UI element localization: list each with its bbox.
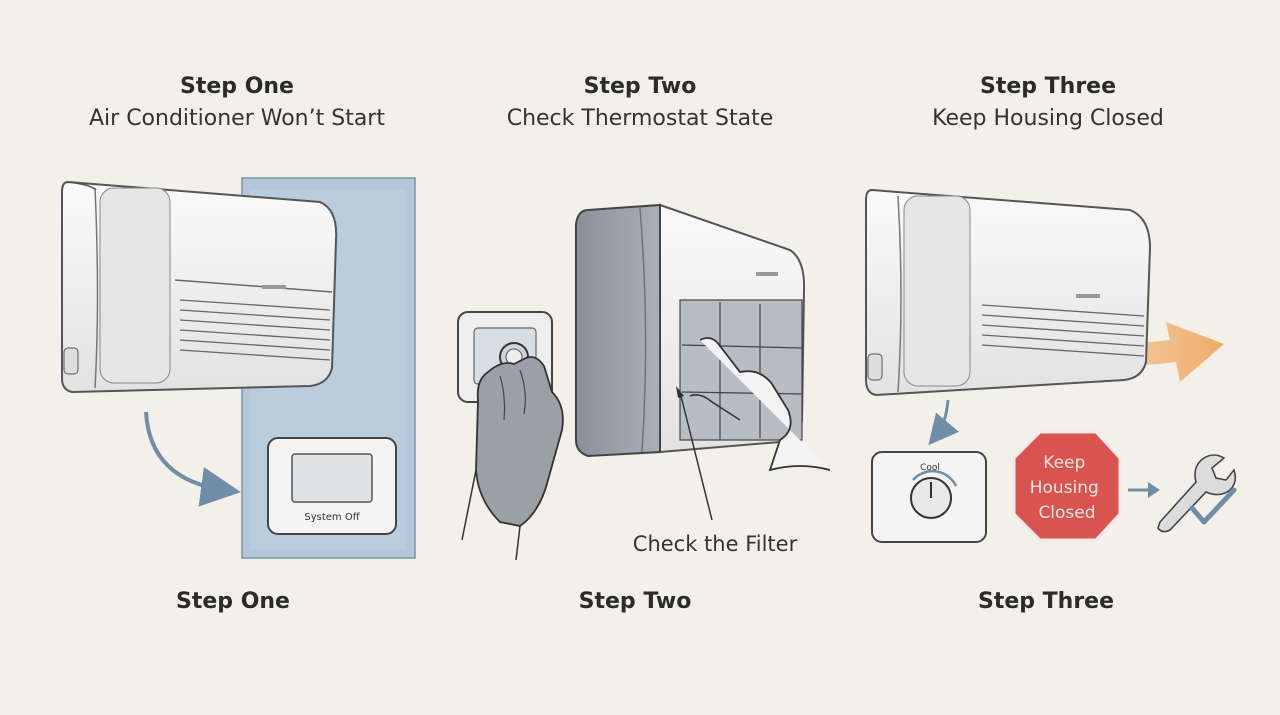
- arrow-right-icon: [1128, 482, 1160, 498]
- step-one-title: Step One: [180, 74, 294, 99]
- filter-callout-line: [679, 391, 713, 521]
- panel-three: Cool Keep Housing Closed: [865, 188, 1237, 543]
- arrow-down-to-thermostat: [928, 399, 960, 446]
- step-three-footer: Step Three: [977, 589, 1115, 614]
- panel-two: Check the Filter: [457, 203, 831, 561]
- step-two-subtitle: Check Thermostat State: [506, 106, 774, 131]
- step-one-subtitle: Air Conditioner Won’t Start: [89, 106, 385, 131]
- ac-unit-two: [575, 203, 806, 458]
- open-front-panel: [575, 203, 661, 458]
- thermostat-three-label: Cool: [920, 463, 940, 473]
- ac-unit-three: [865, 188, 1152, 397]
- step-three-heading: Step Three Keep Housing Closed: [848, 74, 1248, 132]
- step-three-subtitle: Keep Housing Closed: [932, 106, 1164, 131]
- step-two-footer: Step Two: [578, 589, 692, 614]
- thermostat-three: Cool: [871, 451, 987, 543]
- step-one-footer: Step One: [176, 589, 290, 614]
- stop-sign-line-1: Keep: [1043, 453, 1085, 473]
- step-two-heading: Step Two Check Thermostat State: [440, 74, 840, 132]
- ac-unit-one: [61, 180, 338, 394]
- gloved-hand-icon: [461, 356, 564, 561]
- pointing-hand-icon: [689, 337, 831, 472]
- stop-sign-line-2: Housing: [1030, 478, 1099, 498]
- thermostat-one: System Off: [267, 437, 397, 535]
- svg-text:Keep Housing C: Keep Housing Closed: [1030, 453, 1105, 523]
- wrench-icon: [1157, 454, 1237, 533]
- stop-sign: Keep Housing Closed: [1012, 430, 1122, 542]
- filter-callout-text: Check the Filter: [633, 532, 798, 556]
- step-three-title: Step Three: [979, 74, 1117, 99]
- panel-one: System Off: [61, 177, 416, 559]
- checkmark-icon: [1189, 487, 1237, 525]
- step-one-heading: Step One Air Conditioner Won’t Start: [37, 74, 437, 132]
- thermostat-one-label: System Off: [304, 512, 360, 523]
- stop-sign-line-3: Closed: [1038, 503, 1095, 523]
- step-two-title: Step Two: [583, 74, 697, 99]
- arrow-to-thermostat: [144, 411, 241, 507]
